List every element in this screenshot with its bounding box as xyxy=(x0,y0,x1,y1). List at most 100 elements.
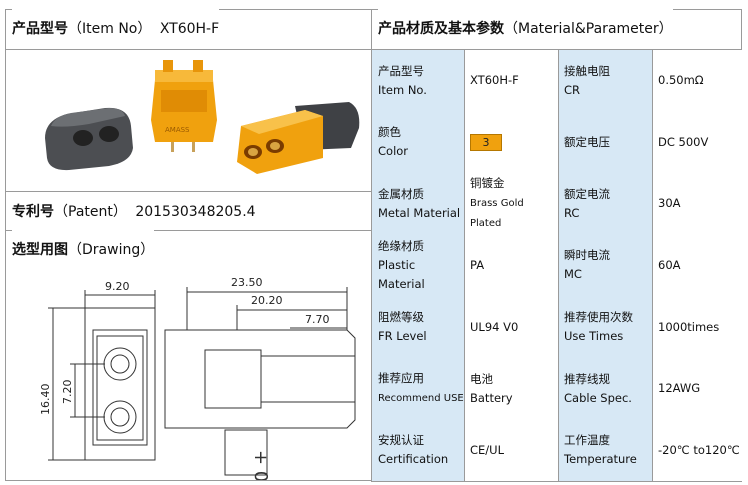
param-text: 颜色 xyxy=(378,125,401,140)
param-text: 产品型号 xyxy=(378,63,424,78)
technical-drawing-svg: 9.20 16.40 7.20 + 0 23.50 20.20 7.70 xyxy=(39,276,356,482)
product-no-header: 产品型号（Item No） XT60H-F xyxy=(12,9,220,49)
param-text: 绝缘材质 xyxy=(378,238,424,253)
xt60-connector-side-icon xyxy=(237,102,360,174)
param-label-left-6: 安规认证 Certification xyxy=(372,419,464,481)
param-text: 阻燃等级 xyxy=(378,310,424,325)
dim-w2: 23.50 xyxy=(231,276,263,289)
param-label-right-1: 额定电压 xyxy=(558,111,652,174)
product-photo: AMASS xyxy=(5,50,371,191)
param-label-left-1: 颜色 Color xyxy=(372,111,464,174)
param-text: Certification xyxy=(378,452,449,467)
svg-text:+ 0: + 0 xyxy=(250,450,271,480)
param-text: FR Level xyxy=(378,329,427,344)
patent-value: 201530348205.4 xyxy=(135,204,256,220)
param-text: 12AWG xyxy=(658,381,701,396)
column-line xyxy=(652,50,653,481)
param-text: 额定电流 xyxy=(564,186,610,201)
param-label-left-3: 绝缘材质 Plastic Material xyxy=(372,234,464,297)
param-text: 额定电压 xyxy=(564,134,610,149)
side-view-drawing: + 0 xyxy=(164,287,356,482)
param-text: CE/UL xyxy=(470,442,504,457)
param-text: 电池 xyxy=(470,371,493,386)
dim-h1: 16.40 xyxy=(39,384,52,416)
product-no-value: XT60H-F xyxy=(159,21,220,37)
param-text: Brass Gold Plated xyxy=(470,198,524,230)
product-no-cn: 产品型号 xyxy=(12,21,68,37)
param-label-left-2: 金属材质 Metal Material xyxy=(372,173,464,235)
column-line xyxy=(558,50,559,481)
dim-w4: 7.70 xyxy=(305,313,330,326)
param-text: XT60H-F xyxy=(470,73,519,88)
param-value-left-0: XT60H-F xyxy=(464,50,558,112)
param-text: Recommend USE xyxy=(378,393,464,405)
param-value-left-6: CE/UL xyxy=(464,419,558,481)
param-text: 推荐线规 xyxy=(564,371,610,386)
param-value-right-3: 60A xyxy=(652,234,742,297)
param-text: Item No. xyxy=(378,82,427,97)
patent-cn: 专利号 xyxy=(12,204,54,220)
param-text: PA xyxy=(470,257,485,272)
dim-w3: 20.20 xyxy=(251,294,283,307)
product-no-en: （Item No） xyxy=(68,21,152,37)
param-text: MC xyxy=(564,267,582,282)
column-line xyxy=(464,50,465,481)
param-value-right-6: -20℃ to120℃ xyxy=(652,419,742,481)
product-photo-svg: AMASS xyxy=(45,60,360,174)
param-value-right-4: 1000times xyxy=(652,296,742,358)
rubber-cap-icon xyxy=(45,107,133,171)
param-label-left-0: 产品型号 Item No. xyxy=(372,50,464,112)
param-text: 推荐使用次数 xyxy=(564,310,633,325)
divider xyxy=(5,230,371,231)
param-label-left-4: 阻燃等级 FR Level xyxy=(372,296,464,358)
patent-row: 专利号（Patent） 201530348205.4 xyxy=(12,192,256,232)
param-text: Metal Material xyxy=(378,205,461,220)
param-text: Battery xyxy=(470,390,513,405)
material-header-en: （Material&Parameter） xyxy=(504,21,673,37)
param-value-left-5: 电池 Battery xyxy=(464,357,558,420)
drawing-en: （Drawing） xyxy=(68,242,155,258)
param-value-right-1: DC 500V xyxy=(652,111,742,174)
param-text: DC 500V xyxy=(658,134,709,149)
param-text: 铜镀金 xyxy=(470,176,505,191)
dim-h2: 7.20 xyxy=(61,380,74,405)
color-swatch: 3 xyxy=(470,133,502,151)
param-text: 0.50mΩ xyxy=(658,73,704,88)
param-value-right-0: 0.50mΩ xyxy=(652,50,742,112)
param-text: 工作温度 xyxy=(564,433,610,448)
param-text: Plastic Material xyxy=(378,257,425,291)
param-text: -20℃ to120℃ xyxy=(658,442,740,457)
param-value-right-5: 12AWG xyxy=(652,357,742,420)
param-text: Temperature xyxy=(564,452,637,467)
dim-w1: 9.20 xyxy=(105,280,130,293)
drawing-cn: 选型用图 xyxy=(12,242,68,258)
param-label-right-5: 推荐线规 Cable Spec. xyxy=(558,357,652,420)
param-value-left-1: 3 xyxy=(464,111,558,174)
material-header-cn: 产品材质及基本参数 xyxy=(378,21,504,37)
param-label-right-2: 额定电流 RC xyxy=(558,173,652,235)
row-divider xyxy=(371,481,742,482)
column-divider xyxy=(371,9,372,481)
param-text: 30A xyxy=(658,196,681,211)
technical-drawing: 9.20 16.40 7.20 + 0 23.50 20.20 7.70 xyxy=(5,270,371,482)
front-view-drawing xyxy=(48,290,156,461)
param-text: Color xyxy=(378,144,409,159)
param-value-left-2: 铜镀金 Brass Gold Plated xyxy=(464,173,558,235)
param-text: Cable Spec. xyxy=(564,390,632,405)
material-header: 产品材质及基本参数（Material&Parameter） xyxy=(378,9,673,49)
divider xyxy=(371,49,742,50)
param-label-right-3: 瞬时电流 MC xyxy=(558,234,652,297)
param-value-left-3: PA xyxy=(464,234,558,297)
param-text: 安规认证 xyxy=(378,433,424,448)
param-text: 1000times xyxy=(658,319,720,334)
svg-text:AMASS: AMASS xyxy=(165,126,190,134)
param-value-right-2: 30A xyxy=(652,173,742,235)
param-text: 金属材质 xyxy=(378,186,424,201)
param-text: 60A xyxy=(658,257,681,272)
divider xyxy=(5,191,371,192)
param-text: 瞬时电流 xyxy=(564,248,610,263)
divider xyxy=(5,49,371,50)
param-text: RC xyxy=(564,205,580,220)
